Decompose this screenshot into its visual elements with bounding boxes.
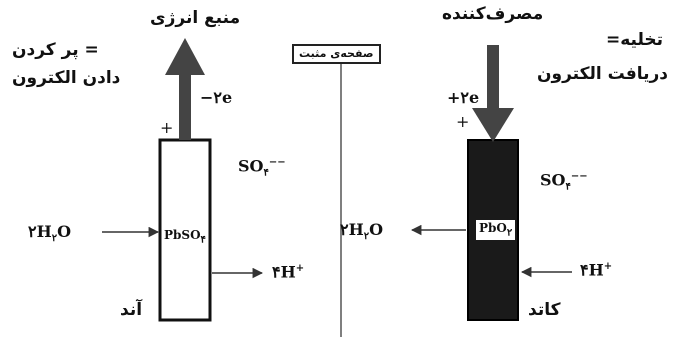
anode-name-label: آند <box>120 300 143 320</box>
give-electron-label: دادن الکترون <box>12 68 121 88</box>
anode-electron-label: −۲e <box>200 88 233 107</box>
receive-electron-label: دریافت الکترون <box>537 64 669 84</box>
anode-plus-sign: + <box>160 118 174 137</box>
energy-source-label: منبع انرژی <box>150 8 241 28</box>
anode-up-arrow-shaft <box>179 70 191 140</box>
positive-plate-label: صفحه‌ی مثبت <box>292 44 381 65</box>
anode-proton-label: ۴H+ <box>272 262 305 282</box>
cathode-sulfate-label: SO۴−− <box>540 170 588 193</box>
anode-water-label: ۲H۲O <box>28 222 72 245</box>
consumer-label: مصرف‌کننده <box>442 4 544 24</box>
discharge-label: تخلیه= <box>606 30 664 50</box>
cathode-plus-sign: + <box>456 112 470 131</box>
anode-inside-label: PbSO۴ <box>164 228 206 246</box>
cathode-proton-label: ۴H+ <box>580 260 613 280</box>
cathode-water-label: ۲H۲O <box>340 220 384 243</box>
cathode-name-label: کاتد <box>528 300 561 320</box>
charge-label: = پر کردن <box>12 40 99 60</box>
cathode-electron-label: +۲e <box>447 88 480 107</box>
anode-sulfate-label: SO۴−− <box>238 156 286 179</box>
cathode-down-arrow-shaft <box>487 45 499 115</box>
cathode-inside-label: PbO۲ <box>476 220 516 241</box>
anode-electrode <box>158 138 212 322</box>
cathode-down-arrow-head <box>472 108 514 142</box>
anode-up-arrow-head <box>165 38 205 75</box>
